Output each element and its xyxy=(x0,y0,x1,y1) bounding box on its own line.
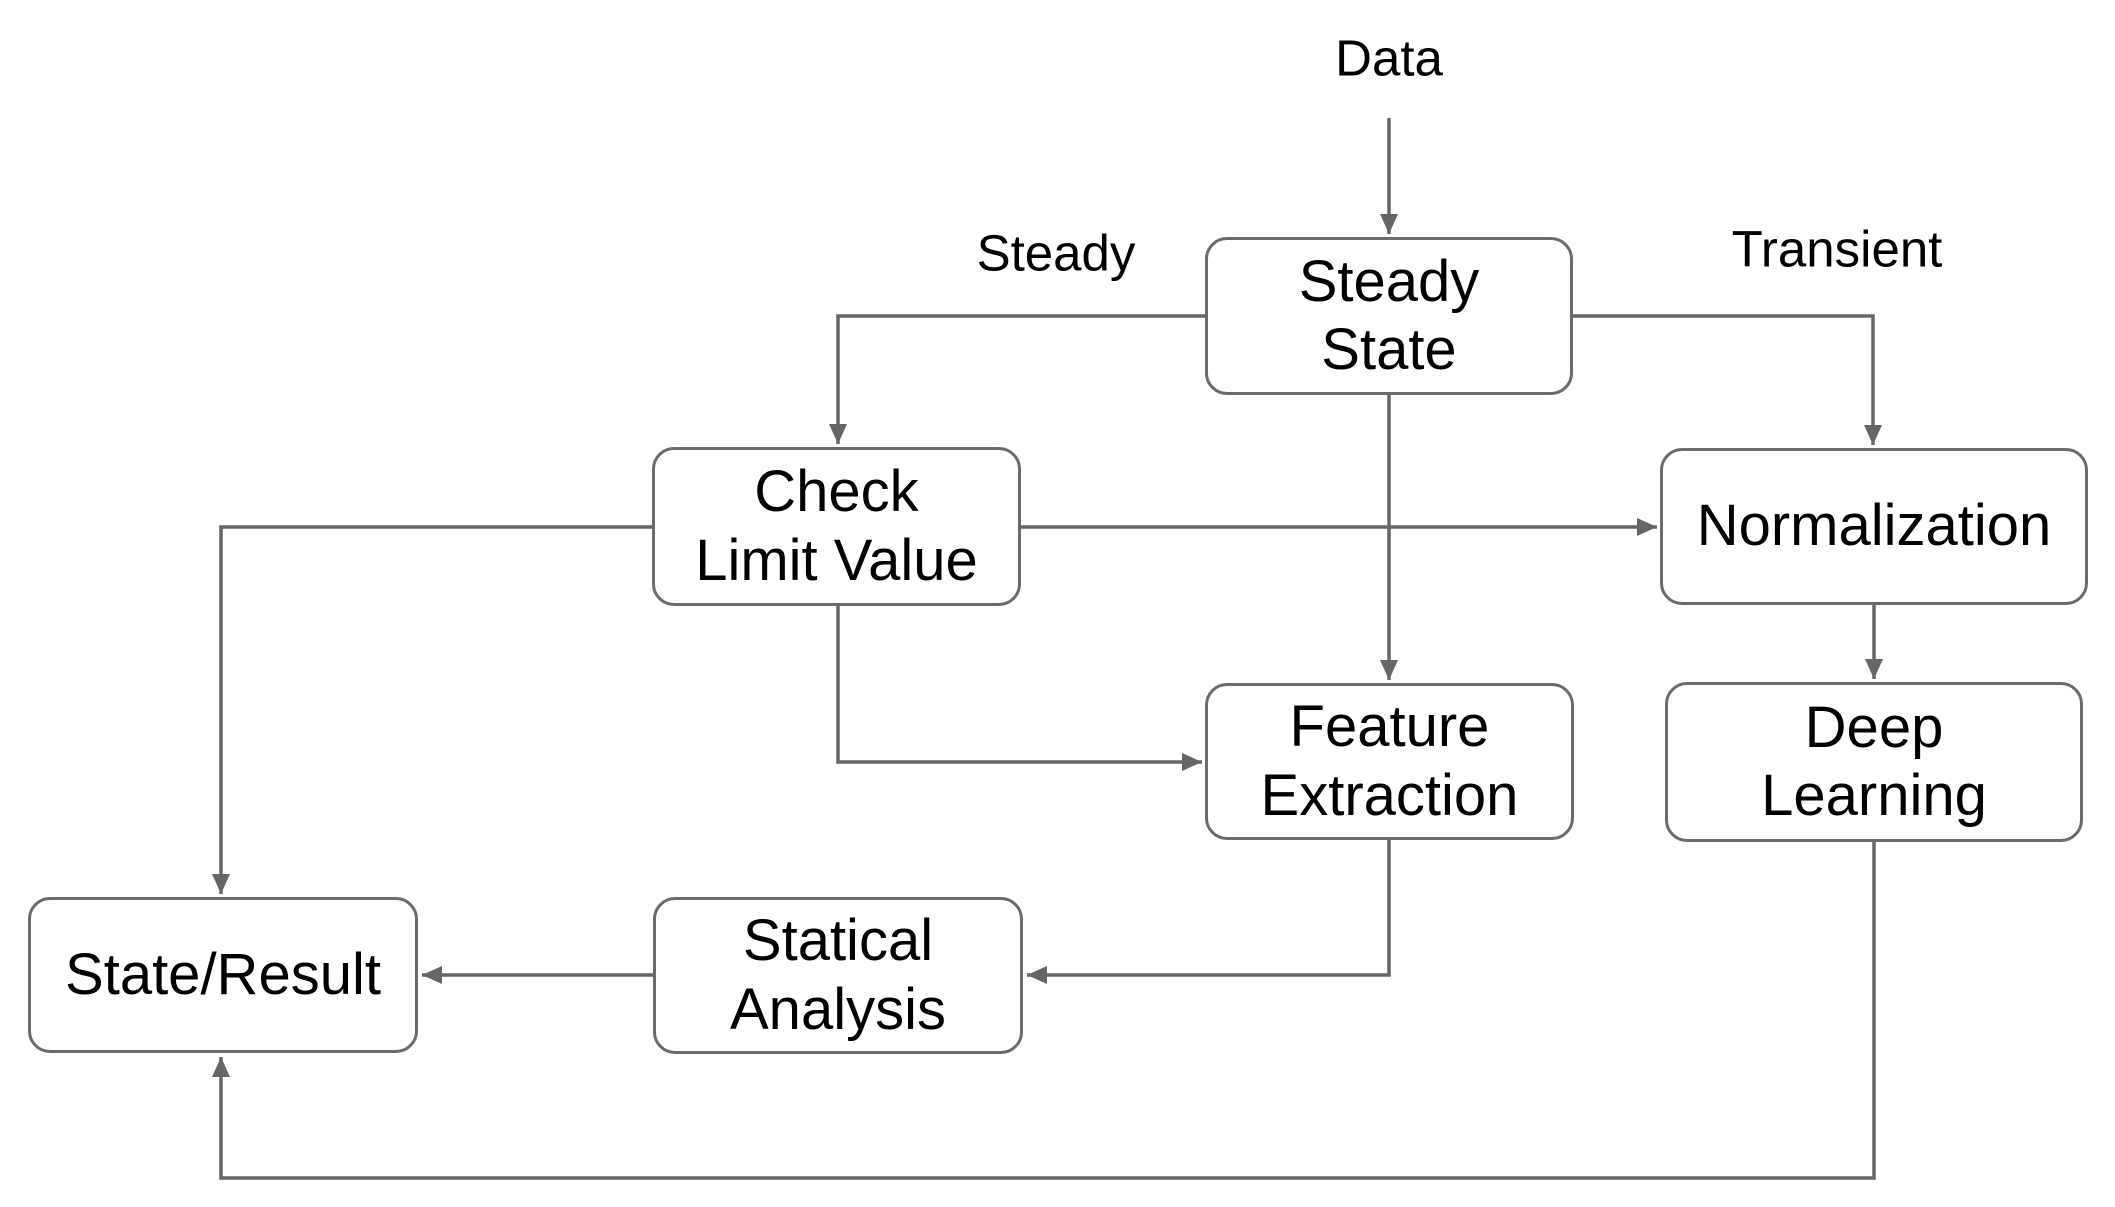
edge-steady-state-to-check-limit-value xyxy=(829,314,1205,444)
node-feature-extraction-label: Feature Extraction xyxy=(1260,694,1519,828)
node-state-result: State/Result xyxy=(28,897,418,1053)
node-state-result-label: State/Result xyxy=(65,941,381,1007)
node-statical-analysis: Statical Analysis xyxy=(653,897,1023,1054)
node-steady-state-label: Steady State xyxy=(1298,248,1480,382)
node-feature-extraction: Feature Extraction xyxy=(1205,683,1574,840)
node-deep-learning: Deep Learning xyxy=(1665,682,2083,842)
data-source-label: Data xyxy=(1335,29,1443,87)
edge-steady-state-to-normalization xyxy=(1573,314,1882,445)
node-check-limit-value-label: Check Limit Value xyxy=(695,459,978,593)
node-normalization: Normalization xyxy=(1660,448,2088,605)
transient-branch-label: Transient xyxy=(1731,220,1943,278)
node-normalization-label: Normalization xyxy=(1696,493,2052,559)
node-check-limit-value: Check Limit Value xyxy=(652,447,1021,606)
edge-feature-extraction-to-statical-analysis xyxy=(1027,840,1391,984)
edge-deep-learning-to-state-result-loop xyxy=(212,842,1876,1180)
edge-check-limit-value-to-state-result xyxy=(212,525,652,894)
steady-branch-label: Steady xyxy=(976,224,1136,282)
node-steady-state: Steady State xyxy=(1205,237,1573,395)
node-deep-learning-label: Deep Learning xyxy=(1761,694,1987,828)
edge-check-limit-value-to-feature-extraction xyxy=(836,606,1202,771)
node-statical-analysis-label: Statical Analysis xyxy=(730,908,946,1042)
